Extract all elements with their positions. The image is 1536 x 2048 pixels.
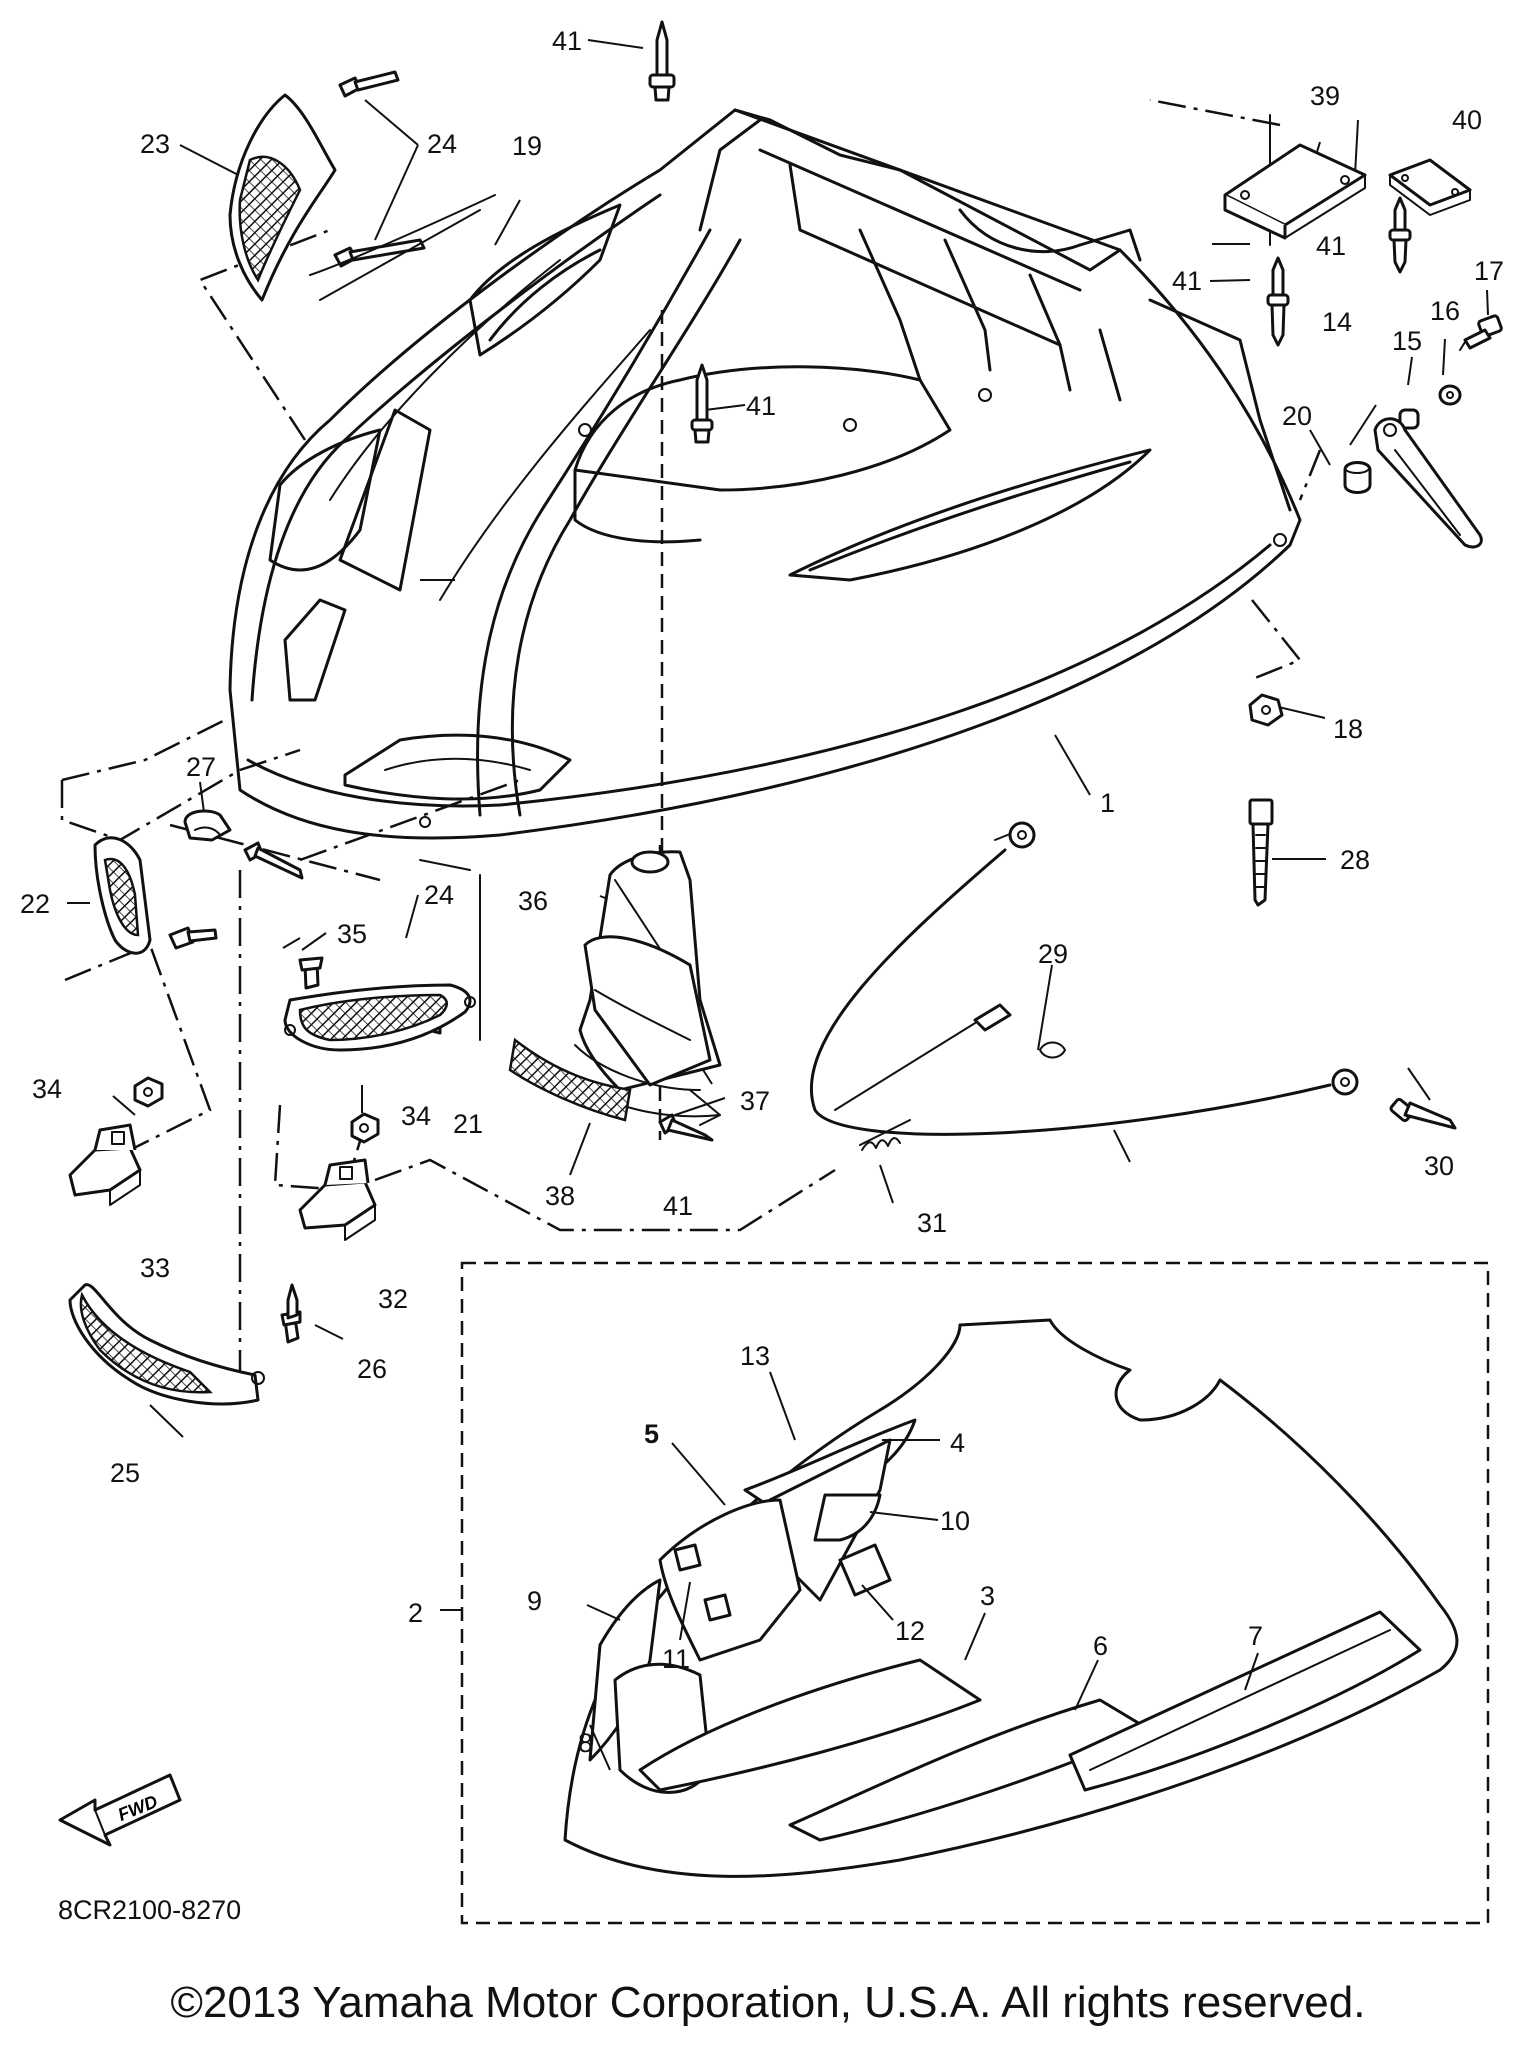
- mesh-22: [93, 836, 152, 955]
- callout-27: 27: [186, 752, 216, 782]
- callout-38: 38: [545, 1181, 575, 1211]
- decal-5: [658, 1498, 802, 1662]
- assembly-lines: [60, 98, 1322, 1385]
- diagram-part-code: 8CR2100-8270: [58, 1895, 242, 1925]
- decal-3: [638, 1658, 982, 1792]
- callout-32: 32: [378, 1284, 408, 1314]
- rivet-26: [280, 1283, 302, 1344]
- decal-9: [588, 1578, 662, 1762]
- callout-17: 17: [1474, 256, 1504, 286]
- rivet-41-mid: [690, 363, 714, 444]
- copyright-notice: ©2013 Yamaha Motor Corporation, U.S.A. A…: [170, 1978, 1366, 2027]
- rivet-24-a: [338, 70, 400, 98]
- duct-bracket-37: [689, 1089, 721, 1126]
- callout-41-lower: 41: [663, 1191, 693, 1221]
- callout-24-top: 24: [427, 129, 457, 159]
- callout-41-top: 41: [552, 26, 582, 56]
- callout-40: 40: [1452, 105, 1482, 135]
- callout-18: 18: [1333, 714, 1363, 744]
- callout-20: 20: [1282, 401, 1312, 431]
- bracket-32: [298, 1158, 377, 1241]
- rivet-41-top: [648, 20, 676, 102]
- bolt-35: [168, 926, 324, 990]
- callout-2: 2: [408, 1598, 423, 1628]
- callout-14: 14: [1322, 307, 1352, 337]
- callout-10: 10: [940, 1506, 970, 1536]
- rivet-24-b: [333, 238, 426, 268]
- callout-24-mid: 24: [424, 880, 454, 910]
- small-parts: [68, 20, 1503, 1406]
- callout-13: 13: [740, 1341, 770, 1371]
- callout-26: 26: [357, 1354, 387, 1384]
- callout-15: 15: [1392, 326, 1422, 356]
- callout-41-right-b: 41: [1316, 231, 1346, 261]
- callout-41-right-a: 41: [1172, 266, 1202, 296]
- rivet-24-c: [243, 841, 304, 880]
- latch-14: [1373, 417, 1483, 549]
- callout-1: 1: [1100, 788, 1115, 818]
- rivet-41-lower: [658, 1113, 714, 1142]
- fwd-arrow-icon: FWD: [58, 1773, 182, 1847]
- callout-6: 6: [1093, 1631, 1108, 1661]
- callout-11: 11: [662, 1644, 690, 1674]
- engine-hood: [228, 108, 1302, 840]
- decal-7: [1068, 1610, 1422, 1792]
- callout-23: 23: [140, 129, 170, 159]
- callout-30: 30: [1424, 1151, 1454, 1181]
- callout-labels: 1 2 3 4 5 6 7 8 9 10 11 12 13 14 15 16 1…: [20, 26, 1504, 1758]
- decal-12: [838, 1543, 892, 1597]
- cable-tie-28: [1248, 798, 1274, 907]
- callout-9: 9: [527, 1586, 542, 1616]
- clip-27: [183, 809, 232, 842]
- callout-8: 8: [578, 1728, 593, 1758]
- callout-7: 7: [1248, 1621, 1263, 1651]
- callout-25: 25: [110, 1458, 140, 1488]
- callout-21: 21: [453, 1109, 483, 1139]
- grommet-20: [1343, 461, 1372, 494]
- bracket-40: [1388, 158, 1472, 216]
- collar-15: [1398, 408, 1420, 430]
- rivet-30: [1389, 1097, 1457, 1130]
- nut-18: [1248, 693, 1284, 727]
- fastener-11: [673, 1543, 732, 1622]
- callout-34-left: 34: [32, 1074, 62, 1104]
- rivet-41-right-a: [1266, 256, 1290, 347]
- stripe-19: [309, 194, 496, 301]
- washer-16: [1438, 384, 1462, 406]
- intake-duct-36: [574, 850, 722, 1118]
- callout-12: 12: [895, 1616, 925, 1646]
- rivet-41-right-b: [1388, 196, 1412, 274]
- callout-39: 39: [1310, 81, 1340, 111]
- callout-34-right: 34: [401, 1101, 431, 1131]
- graphic-set-2: [440, 1261, 1490, 1925]
- mesh-23: [228, 93, 337, 302]
- callout-4: 4: [950, 1428, 965, 1458]
- callout-19: 19: [512, 131, 542, 161]
- plate-39: [1223, 143, 1367, 240]
- callout-5: 5: [644, 1419, 659, 1449]
- nut-34-left: [133, 1076, 164, 1108]
- cable-assembly: [809, 821, 1359, 1151]
- decal-10: [813, 1493, 882, 1542]
- callout-41-mid: 41: [746, 391, 776, 421]
- nut-34-right: [350, 1112, 380, 1144]
- callout-29: 29: [1038, 939, 1068, 969]
- callout-33: 33: [140, 1253, 170, 1283]
- callout-36: 36: [518, 886, 548, 916]
- mesh-38: [508, 1037, 632, 1122]
- callout-3: 3: [980, 1581, 995, 1611]
- callout-35: 35: [337, 919, 367, 949]
- callout-28: 28: [1340, 845, 1370, 875]
- callout-16: 16: [1430, 296, 1460, 326]
- screw-17: [1459, 314, 1503, 351]
- bracket-33: [68, 1123, 142, 1206]
- grille-21: [283, 983, 476, 1052]
- callout-31: 31: [917, 1208, 947, 1238]
- callout-37: 37: [740, 1086, 770, 1116]
- grille-25: [68, 1283, 265, 1406]
- callout-22: 22: [20, 889, 50, 919]
